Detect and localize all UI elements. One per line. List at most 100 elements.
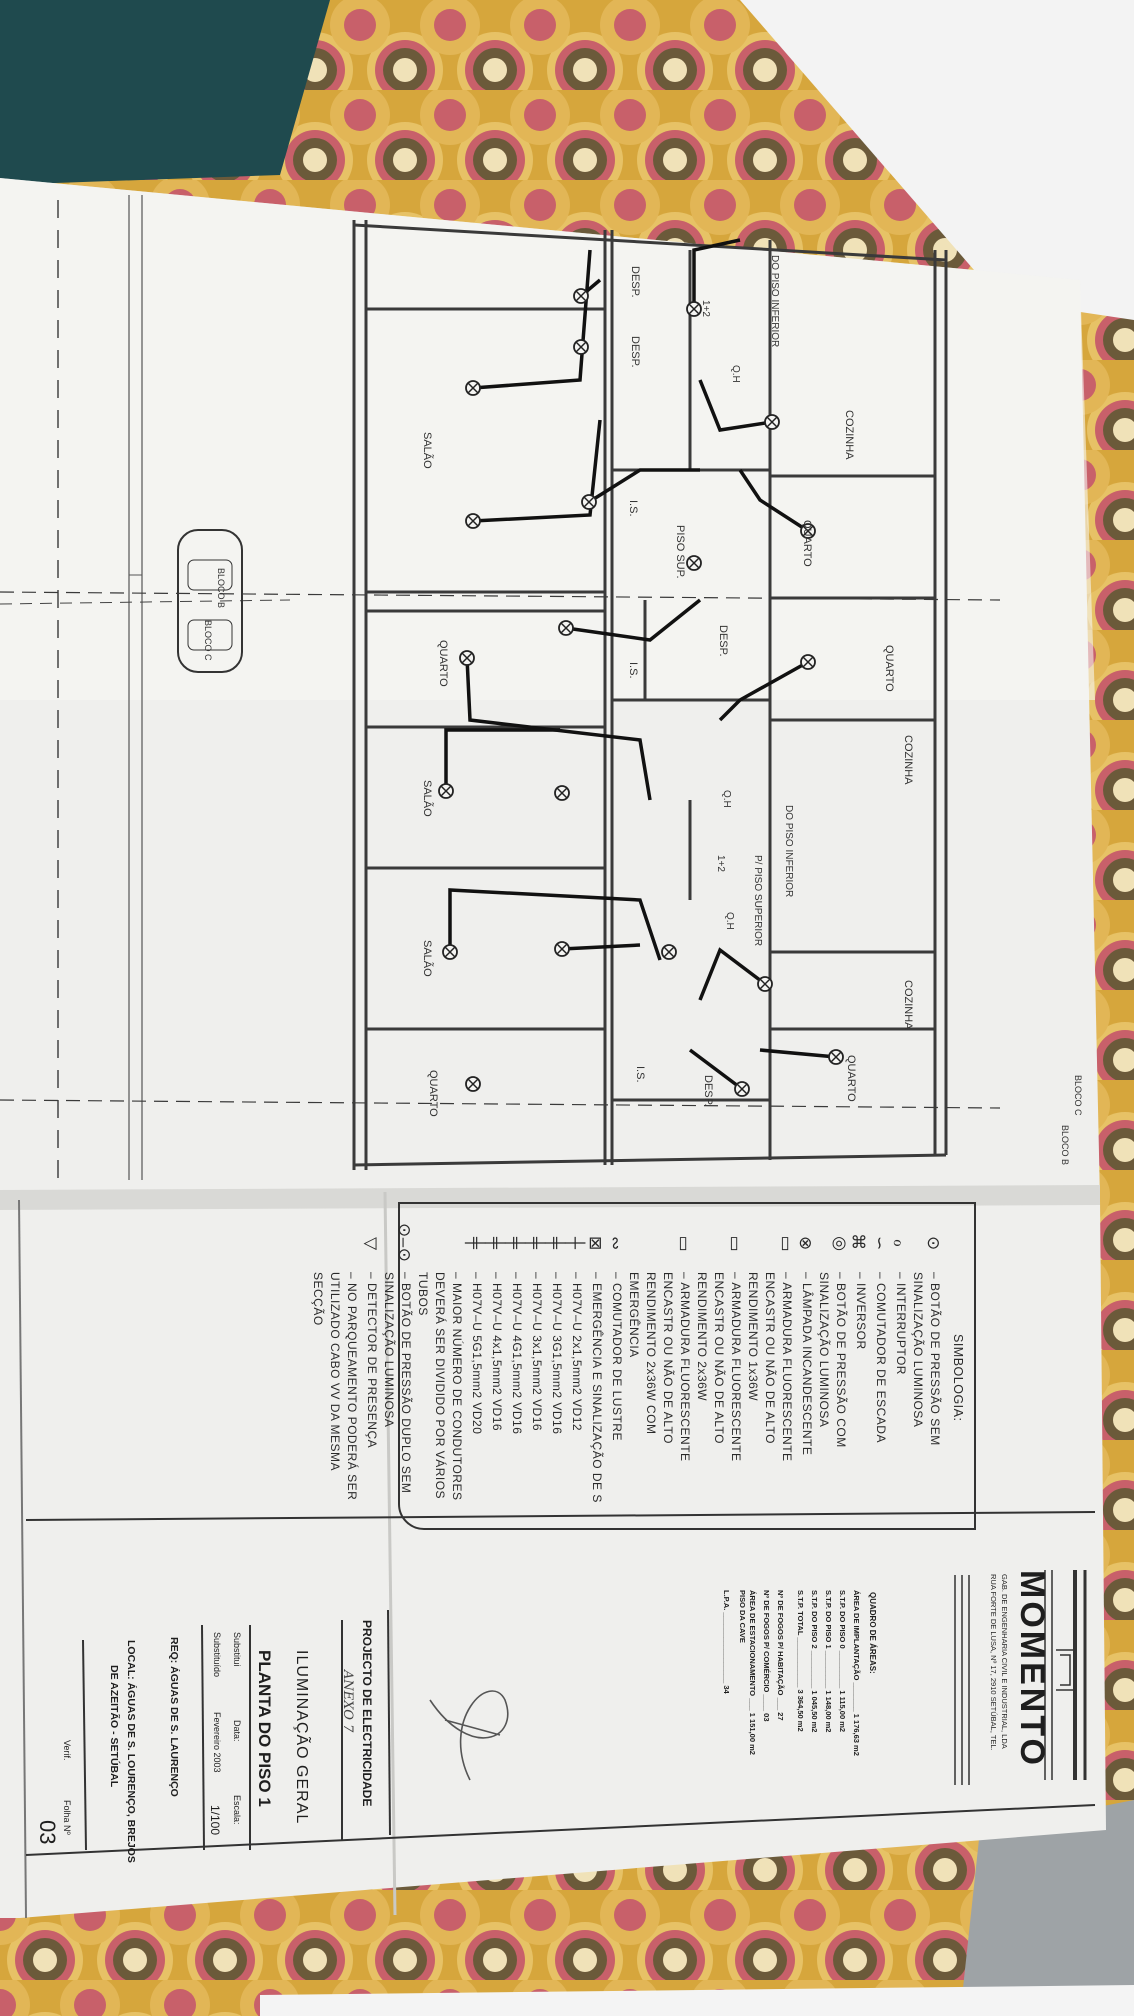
lamp-icon	[757, 976, 773, 992]
room-label: SALÃO	[421, 940, 434, 977]
lamp-icon	[465, 513, 481, 529]
legend-text: – BOTÃO DE PRESSÃO COM SINALIZAÇÃO LUMIN…	[817, 1272, 848, 1448]
room-label: PISO SUP.	[674, 525, 686, 579]
area-row: S.T.P. DO PISO 1 _________ 1 148,00 m2	[824, 1590, 833, 1733]
legend-symbol-icon: ╪	[526, 1236, 545, 1250]
legend-item: ◁– DETECTOR DE PRESENÇA	[360, 1214, 380, 1524]
room-label: Q.H	[724, 912, 735, 930]
room-label: Q.H	[721, 790, 732, 808]
paper-strip-bottom	[260, 1985, 1134, 2016]
legend-symbol-icon	[414, 1214, 465, 1272]
legend-text: – NO PARQUEAMENTO PODERÁ SER UTILIZADO C…	[311, 1272, 359, 1501]
legend-text: – BOTÃO DE PRESSÃO SEM SINALIZAÇÃO LUMIN…	[911, 1272, 942, 1446]
area-row: ÁREA DE ESTACIONAMENTO ___ 1 151,00 m2	[748, 1590, 757, 1755]
legend-symbol-icon: ⊙–⊙	[395, 1223, 414, 1263]
legend-text: – H07V–U 4x1,5mm2 VD16	[490, 1272, 504, 1432]
room-label: QUARTO	[883, 645, 895, 692]
legend-symbol-icon: ▯	[776, 1232, 795, 1254]
legend-text: – H07V–U 3G1,5mm2 VD16	[550, 1272, 564, 1435]
legend-item: ∾– COMUTADOR DE LUSTRE	[605, 1214, 625, 1524]
lamp-icon	[573, 339, 589, 355]
lamps	[438, 288, 844, 1097]
lamp-icon	[573, 288, 589, 304]
data-value: Fevereiro 2003	[212, 1712, 222, 1773]
area-row: Nº DE FOGOS P/ HABITAÇÃO ___ 27	[776, 1590, 785, 1721]
legend-symbol-icon: ⊠	[586, 1235, 605, 1251]
legend-symbol-icon: ∾	[606, 1235, 625, 1251]
company-line-2: RUA FORTE DE LUSA, Nº 17, 2910 SETÚBAL, …	[989, 1574, 998, 1751]
legend-text: – H07V–U 3x1,5mm2 VD16	[530, 1272, 544, 1432]
wall	[353, 1153, 947, 1167]
room-label: I.S.	[634, 1066, 646, 1083]
lamp-icon	[686, 301, 702, 317]
req-text: REQ: ÁGUAS DE S. LAURENÇO	[168, 1637, 180, 1797]
signature	[429, 1690, 509, 1781]
legend-symbol-icon: ◎	[830, 1232, 849, 1254]
lamp-icon	[554, 785, 570, 801]
legend-text: – MAIOR NÚMERO DE CONDUTORES DEVERÁ SER …	[416, 1272, 464, 1501]
legend-item: – NO PARQUEAMENTO PODERÁ SER UTILIZADO C…	[309, 1214, 360, 1524]
legend-item: ⊗– LÂMPADA INCANDESCENTE	[795, 1214, 815, 1524]
lamp-icon	[465, 380, 481, 396]
room-label: DESP.	[629, 266, 641, 298]
areas-title: QUADRO DE ÁREAS:	[868, 1592, 877, 1674]
legend-box: SIMBOLOGIA: ⊙– BOTÃO DE PRESSÃO SEM SINA…	[311, 1202, 976, 1530]
block-divider-dashed	[0, 591, 1001, 601]
drawing-title: PLANTA DO PISO 1	[255, 1650, 274, 1807]
legend-symbol-icon: ⌘	[850, 1232, 869, 1254]
legend-item: ⊙ – BOTÃO DE PRESSÃO SEM SINALIZAÇÃO LUMI…	[909, 1214, 943, 1524]
verif-label: Verif.	[62, 1740, 72, 1761]
room-labels: COZINHA QUARTO SALÃO QUARTO QUARTO COZIN…	[203, 255, 1083, 1165]
lamp-icon	[734, 1081, 750, 1097]
wire	[588, 468, 700, 504]
legend-item: ╪ – H07V–U 3G1,5mm2 VD16	[545, 1214, 565, 1524]
room-label: I.S.	[627, 500, 639, 517]
room-label: COZINHA	[902, 735, 914, 785]
car-icon	[177, 529, 243, 673]
legend-symbol-icon: ⊙	[924, 1235, 943, 1251]
room-label: DESP.	[629, 336, 641, 368]
company-logo-icon	[1056, 1649, 1075, 1691]
wire	[688, 1048, 744, 1091]
wire	[759, 1048, 837, 1059]
legend-item: ▯– ARMADURA FLUORESCENTE ENCASTR OU NÃO …	[744, 1214, 795, 1524]
wire	[565, 598, 702, 642]
block-label: BLOCO C	[1073, 1075, 1083, 1116]
room-label: DESP.	[717, 625, 729, 657]
legend-symbol-icon: ◁	[361, 1232, 380, 1254]
legend-item: ◎ – BOTÃO DE PRESSÃO COM SINALIZAÇÃO LUMI…	[815, 1214, 849, 1524]
legend-item: ⊙–⊙– BOTÃO DE PRESSÃO DUPLO SEM SINALIZA…	[380, 1214, 414, 1524]
room-label: QUARTO	[427, 1070, 439, 1117]
data-label: Data:	[232, 1720, 242, 1742]
legend-item: ╪ – H07V–U 3x1,5mm2 VD16	[525, 1214, 545, 1524]
wiring	[444, 238, 837, 1091]
legend-symbol-icon: ╪	[486, 1236, 505, 1250]
lamp-icon	[686, 555, 702, 571]
lamp-icon	[764, 414, 780, 430]
legend-symbol-icon: ┼	[566, 1236, 585, 1250]
legend-symbol-icon: ⊗	[796, 1235, 815, 1251]
block-label: BLOCO B	[216, 568, 226, 608]
legend-item: ╪ – H07V–U 4x1,5mm2 VD16	[485, 1214, 505, 1524]
legend-item: ╪– H07V–U 4G1,5mm2 VD16	[505, 1214, 525, 1524]
substitui-label: Substitui	[232, 1632, 242, 1667]
room-label: DO PISO INFERIOR	[769, 255, 780, 347]
area-row: S.T.P. TOTAL ____________ 3 364,50 m2	[796, 1590, 805, 1732]
area-row: S.T.P. DO PISO 0 _________ 1 115,00 m2	[838, 1590, 847, 1733]
legend-text: – COMUTADOR DE ESCADA	[874, 1272, 888, 1443]
wire	[444, 728, 560, 791]
lamp-icon	[828, 1049, 844, 1065]
wire	[692, 238, 741, 309]
legend-symbol-icon: ╪	[546, 1236, 565, 1250]
area-row: Nº DE FOGOS P/ COMÉRCIO ____ 03	[762, 1590, 771, 1722]
subject-title: ILUMINAÇÃO GERAL	[293, 1650, 310, 1825]
lamp-icon	[581, 494, 597, 510]
company-line-1: GAB. DE ENGENHARIA CIVIL E INDUSTRIAL, L…	[1000, 1574, 1009, 1749]
legend-text: – H07V–U 5G1,5mm2 VD20	[470, 1272, 484, 1435]
wire	[472, 419, 602, 523]
room-label: DESP.	[702, 1075, 714, 1107]
wire	[718, 660, 809, 722]
table-surface	[960, 1800, 1134, 2016]
wall	[353, 223, 947, 262]
